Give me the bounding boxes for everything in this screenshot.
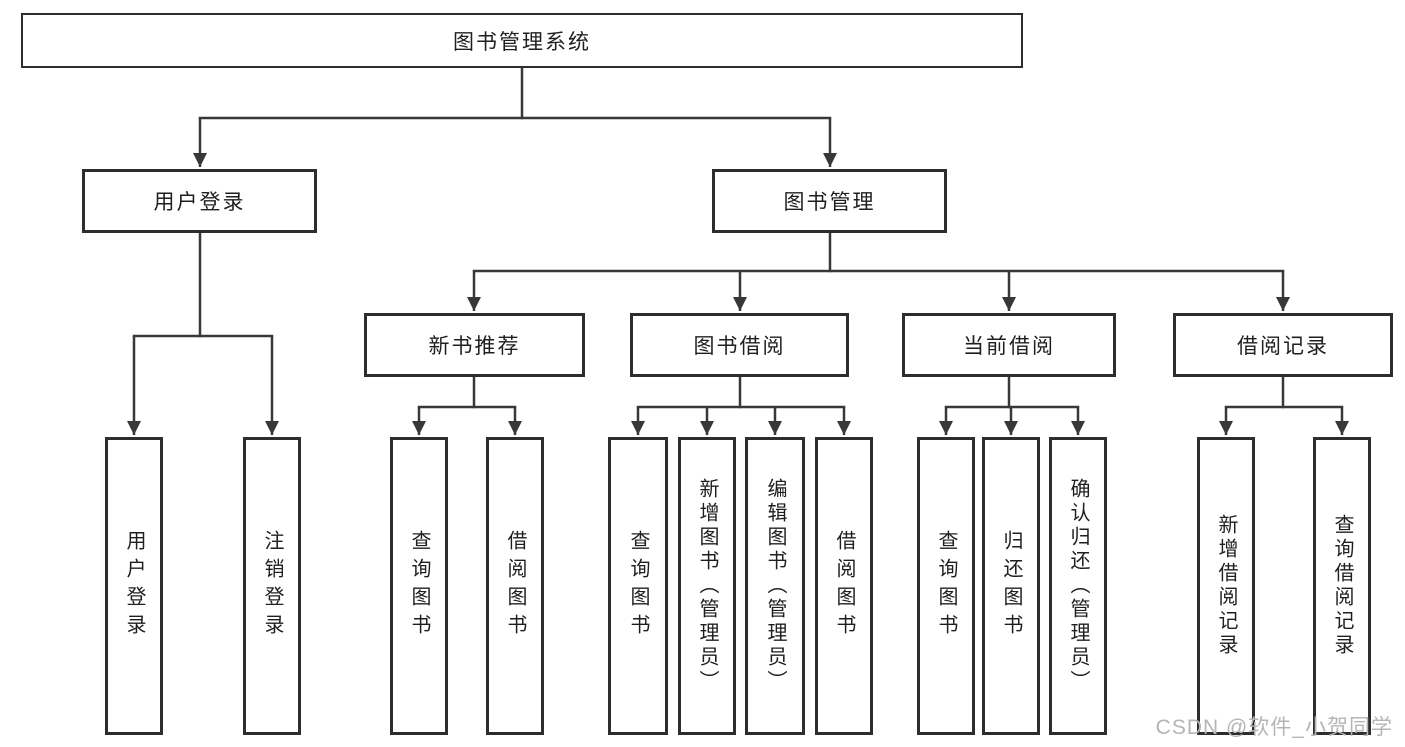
node-current-borrow: 当前借阅	[902, 313, 1116, 377]
leaf-current-query-book: 查询图书	[917, 437, 975, 735]
node-new-book-recommend: 新书推荐	[364, 313, 585, 377]
node-borrow-record-label: 借阅记录	[1237, 335, 1329, 358]
leaf-confirm-return-admin-label: 确认归还（管理员）	[1067, 478, 1089, 694]
leaf-add-borrow-record: 新增借阅记录	[1197, 437, 1255, 735]
node-book-management-label: 图书管理	[783, 191, 876, 214]
leaf-recommend-borrow-book-label: 借阅图书	[504, 530, 526, 642]
leaf-edit-book-admin: 编辑图书（管理员）	[745, 437, 805, 735]
leaf-edit-book-admin-label: 编辑图书（管理员）	[764, 478, 786, 694]
node-new-book-recommend-label: 新书推荐	[428, 335, 521, 358]
leaf-user-login: 用户登录	[105, 437, 163, 735]
leaf-borrow-book-label: 借阅图书	[833, 530, 855, 642]
leaf-query-borrow-record-label: 查询借阅记录	[1331, 514, 1353, 658]
node-book-borrow-label: 图书借阅	[693, 335, 786, 358]
leaf-borrow-query-book: 查询图书	[608, 437, 668, 735]
leaf-logout-label: 注销登录	[261, 530, 283, 642]
leaf-confirm-return-admin: 确认归还（管理员）	[1049, 437, 1107, 735]
node-root: 图书管理系统	[21, 13, 1023, 68]
leaf-logout: 注销登录	[243, 437, 301, 735]
node-user-login-label: 用户登录	[153, 191, 246, 214]
node-user-login: 用户登录	[82, 169, 317, 233]
leaf-recommend-borrow-book: 借阅图书	[486, 437, 544, 735]
node-book-management: 图书管理	[712, 169, 947, 233]
leaf-recommend-query-book-label: 查询图书	[408, 530, 430, 642]
leaf-add-book-admin: 新增图书（管理员）	[678, 437, 736, 735]
leaf-borrow-query-book-label: 查询图书	[627, 530, 649, 642]
node-book-borrow: 图书借阅	[630, 313, 849, 377]
leaf-return-book: 归还图书	[982, 437, 1040, 735]
node-borrow-record: 借阅记录	[1173, 313, 1393, 377]
leaf-return-book-label: 归还图书	[1000, 530, 1022, 642]
node-root-label: 图书管理系统	[453, 30, 591, 54]
leaf-query-borrow-record: 查询借阅记录	[1313, 437, 1371, 735]
leaf-current-query-book-label: 查询图书	[935, 530, 957, 642]
leaf-recommend-query-book: 查询图书	[390, 437, 448, 735]
leaf-add-book-admin-label: 新增图书（管理员）	[696, 478, 718, 694]
leaf-user-login-label: 用户登录	[123, 530, 145, 642]
leaf-add-borrow-record-label: 新增借阅记录	[1215, 514, 1237, 658]
node-current-borrow-label: 当前借阅	[963, 335, 1055, 358]
leaf-borrow-book: 借阅图书	[815, 437, 873, 735]
